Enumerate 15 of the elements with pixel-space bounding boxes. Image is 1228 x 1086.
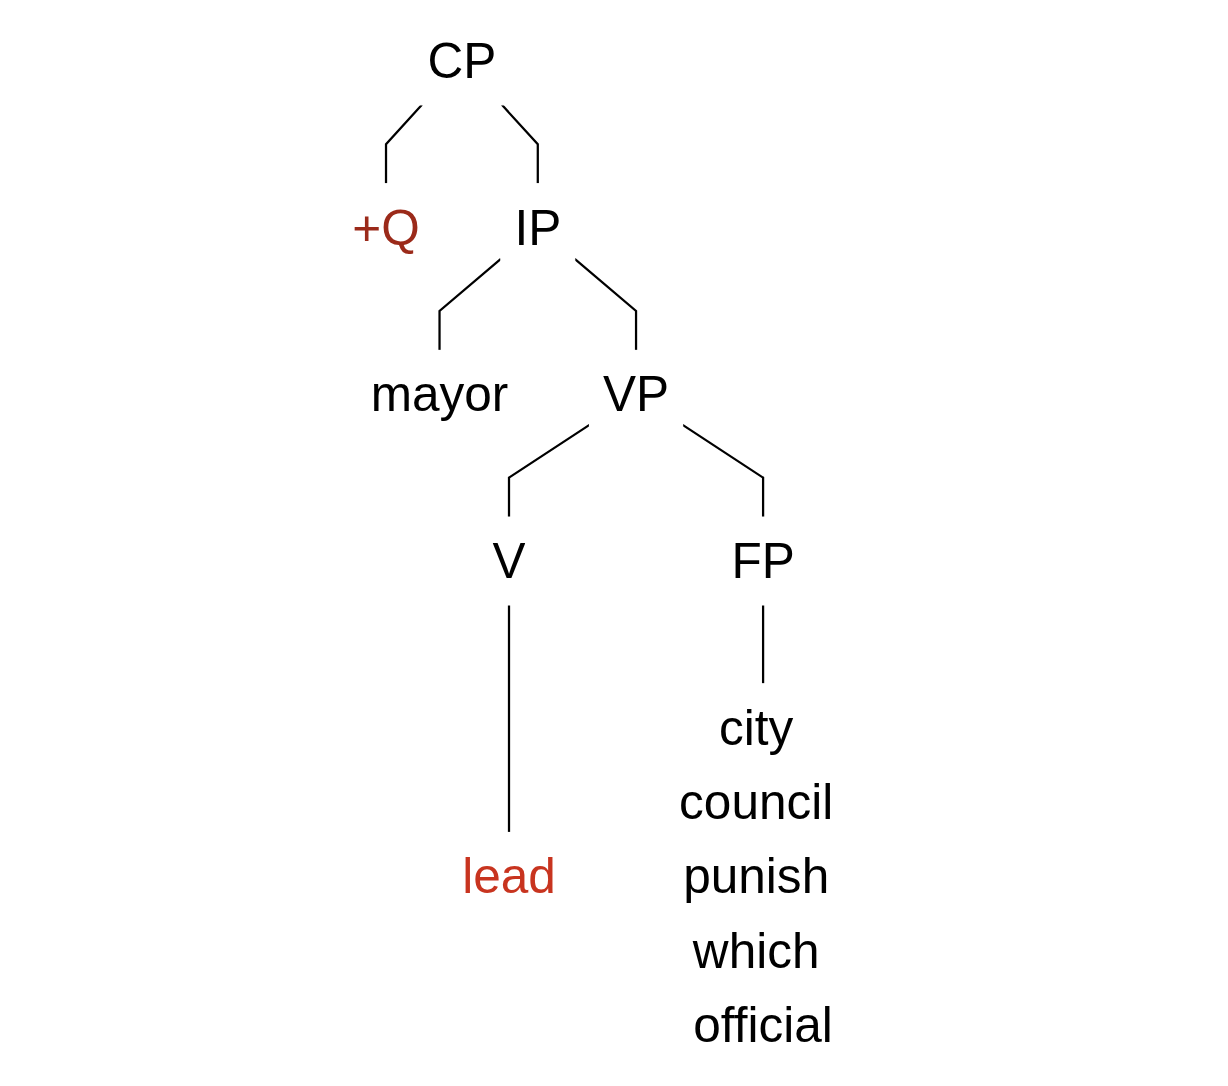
connector xyxy=(574,258,638,351)
node-text: FP xyxy=(731,532,795,589)
connector xyxy=(501,104,539,184)
node-text: lead xyxy=(462,848,556,904)
node-text: VP xyxy=(602,366,670,422)
node-text: +Q xyxy=(352,199,420,255)
node-text: CP xyxy=(427,32,497,88)
node-text: city council punish which official xyxy=(679,699,834,1053)
connector xyxy=(682,423,765,518)
node-text: IP xyxy=(514,199,562,255)
connector xyxy=(507,604,511,833)
node-text: V xyxy=(492,532,526,589)
node-text: mayor xyxy=(370,366,509,422)
connector xyxy=(761,604,765,684)
connector xyxy=(384,104,423,184)
